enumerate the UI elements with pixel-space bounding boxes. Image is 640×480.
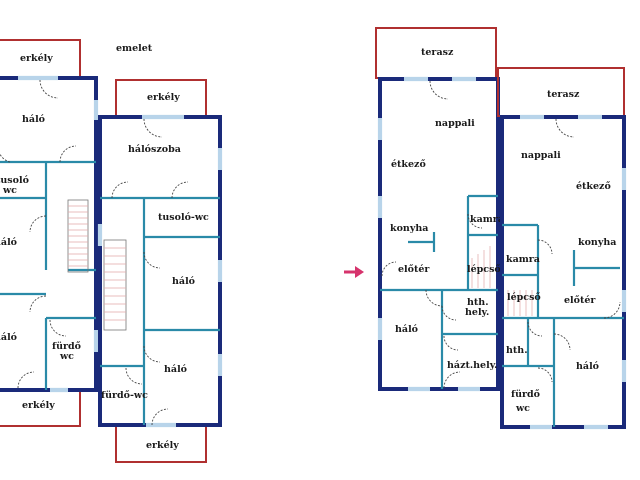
- label-ground-b-3: konyha: [578, 237, 616, 248]
- ground-house-b: terasz nappali étkező konyha kamra lépcs…: [497, 67, 627, 430]
- label-ground-a-3: konyha: [390, 223, 428, 234]
- label-room-a-4: háló: [0, 237, 17, 248]
- stair-b-steps: [104, 247, 126, 321]
- label-room-a-5: háló: [0, 332, 17, 343]
- label-room-b-3: háló: [172, 276, 195, 287]
- label-room-a-2: tusoló: [0, 175, 29, 186]
- label-balcony-bottom-a: erkély: [22, 400, 55, 411]
- label-ground-b-5: lépcső: [507, 292, 541, 303]
- label-ground-b-9: fürdő: [511, 389, 540, 400]
- exterior-wall-ground-b: [500, 115, 626, 429]
- label-ground-a-5: előtér: [398, 264, 430, 275]
- label-room-b-2: tusoló-wc: [158, 212, 209, 223]
- label-room-a-7: wc: [59, 351, 74, 362]
- label-balcony-top-a: erkély: [20, 53, 53, 64]
- label-floor: emelet: [116, 43, 153, 54]
- label-room-b-5: fürdő-wc: [101, 390, 148, 401]
- label-ground-b-1: nappali: [521, 150, 561, 161]
- label-room-a-6: fürdő: [52, 341, 81, 352]
- label-terrace-a: terasz: [421, 47, 454, 58]
- arrow-icon: [344, 266, 364, 278]
- label-ground-a-10: házt.hely.: [447, 360, 497, 371]
- upper-house-a: erkély emelet háló tusoló wc háló háló f…: [0, 39, 153, 427]
- label-ground-a-9: háló: [395, 324, 418, 335]
- label-ground-a-2: étkező: [391, 159, 426, 170]
- stair-ground-b: [507, 290, 533, 316]
- stair-a-steps: [68, 205, 88, 267]
- label-balcony-bottom-b: erkély: [146, 440, 179, 451]
- label-ground-a-6: lépcső: [467, 264, 501, 275]
- label-ground-b-6: előtér: [564, 295, 596, 306]
- label-ground-b-10: wc: [515, 403, 530, 414]
- upper-house-b: erkély hálószoba tusoló-wc háló háló für…: [97, 79, 223, 463]
- label-ground-a-8: hely.: [465, 307, 489, 318]
- label-ground-a-7: hth.: [467, 297, 489, 308]
- label-ground-b-7: hth.: [506, 345, 528, 356]
- label-ground-b-8: háló: [576, 361, 599, 372]
- label-balcony-top-b: erkély: [147, 92, 180, 103]
- label-room-a-1: háló: [22, 114, 45, 125]
- exterior-wall-b: [98, 115, 222, 427]
- label-room-b-1: hálószoba: [128, 144, 181, 155]
- label-ground-b-4: kamra: [506, 254, 540, 265]
- label-ground-a-4: kamra: [470, 214, 504, 225]
- upper-floor-plan: erkély emelet háló tusoló wc háló háló f…: [0, 39, 223, 463]
- label-ground-a-1: nappali: [435, 118, 475, 129]
- label-room-b-4: háló: [164, 364, 187, 375]
- stair-ground-a: [471, 246, 491, 288]
- ground-house-a: terasz nappali étkező konyha kamra előté…: [375, 27, 504, 392]
- label-terrace-b: terasz: [547, 89, 580, 100]
- exterior-wall-a: [0, 76, 98, 392]
- label-room-a-3: wc: [2, 185, 17, 196]
- label-ground-b-2: étkező: [576, 181, 611, 192]
- ground-floor-plan: terasz nappali étkező konyha kamra előté…: [375, 27, 627, 430]
